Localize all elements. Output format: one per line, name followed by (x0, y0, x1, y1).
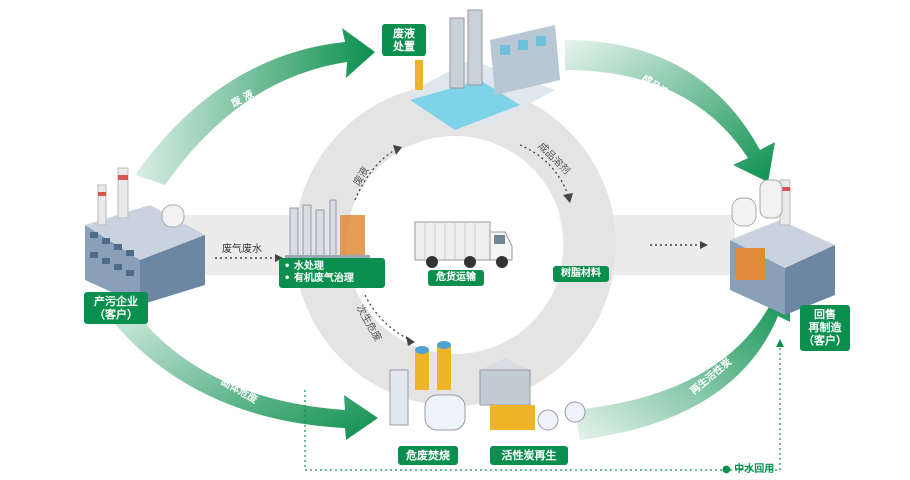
water-treatment-item: • 水处理 (284, 261, 324, 272)
incineration-plant-icon (389, 341, 466, 431)
waste-liquid-treatment-label: 废液 处置 (382, 24, 426, 57)
arrow-finished-solvent (565, 40, 775, 182)
treatment-list: • 水处理 • 有机废气治理 (279, 258, 385, 288)
arrow-waste-liquid (135, 28, 375, 185)
carbon-regeneration-label: 活性炭再生 (490, 446, 568, 466)
arrow-regenerated-carbon (575, 285, 790, 440)
reclaimed-water-text: ● 中水回用 (722, 464, 775, 475)
organic-gas-treatment-item: • 有机废气治理 (284, 273, 354, 284)
resin-material-label: 树脂材料 (553, 266, 609, 282)
buyback-label: 回售 再制造 （客户） (800, 305, 850, 351)
arrow-solid-waste (105, 305, 378, 440)
buyback-factory-icon (730, 179, 835, 315)
hazmat-truck-icon (414, 221, 513, 268)
carbon-regeneration-plant-icon (479, 358, 586, 431)
hazwaste-incineration-label: 危废焚烧 (398, 446, 458, 466)
waste-liquid-plant-icon (405, 9, 560, 130)
enterprise-factory-icon (85, 167, 205, 305)
reclaimed-water-line (304, 345, 781, 471)
gas-water-text: 废气废水 (222, 244, 262, 255)
polluting-enterprise-label: 产污企业 （客户） (84, 292, 148, 325)
hazardous-transport-label: 危货运输 (428, 270, 484, 286)
